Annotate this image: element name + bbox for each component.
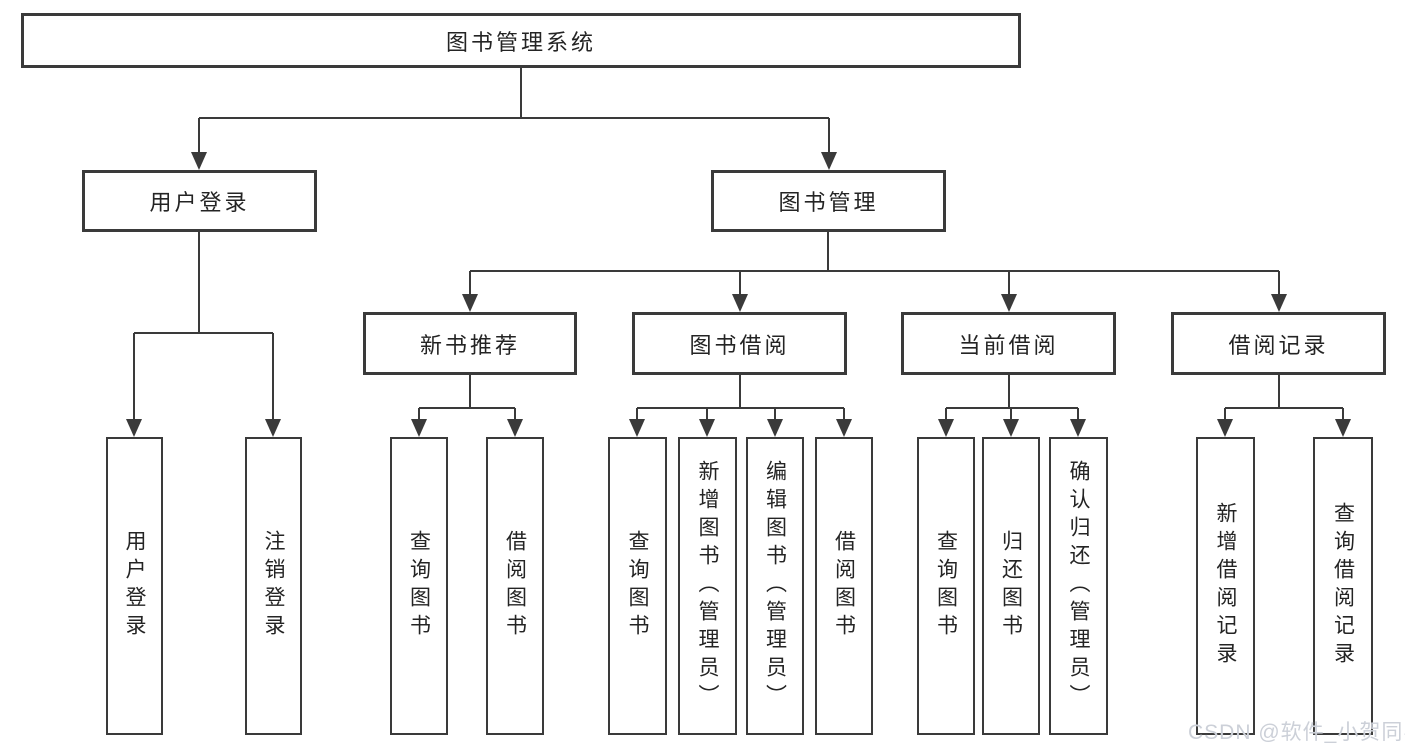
leaf-query-books-recommend: 查询图书: [390, 437, 448, 735]
node-book-borrowing: 图书借阅: [632, 312, 847, 375]
node-book-management: 图书管理: [711, 170, 946, 232]
connector-root-to-level2: [198, 68, 830, 155]
connector-current-to-leaves: [945, 375, 1079, 423]
node-current-borrowing: 当前借阅: [901, 312, 1116, 375]
arrowhead-icon: [191, 152, 207, 170]
connector-userlogin-to-leaves: [133, 232, 274, 423]
connector-borrow-to-leaves: [636, 375, 845, 423]
node-label: 归还图书: [999, 530, 1023, 642]
node-label: 借阅记录: [1228, 332, 1329, 358]
node-user-login-branch: 用户登录: [82, 170, 317, 232]
connector-record-to-leaves: [1224, 375, 1344, 423]
node-label: 查询借阅记录: [1331, 502, 1355, 670]
arrowhead-icon: [836, 419, 852, 437]
leaf-query-borrow-record: 查询借阅记录: [1313, 437, 1373, 735]
node-library-system: 图书管理系统: [21, 13, 1021, 68]
arrowhead-icon: [1003, 419, 1019, 437]
connector-newbook-to-leaves: [418, 375, 516, 423]
node-borrow-records: 借阅记录: [1171, 312, 1386, 375]
arrowhead-icon: [1001, 294, 1017, 312]
node-label: 当前借阅: [958, 332, 1059, 358]
node-label: 查询图书: [934, 530, 958, 642]
connector-bookmgmt-to-level3: [469, 232, 1280, 297]
leaf-return-books: 归还图书: [982, 437, 1040, 735]
arrowhead-icon: [1335, 419, 1351, 437]
arrowhead-icon: [507, 419, 523, 437]
node-label: 新书推荐: [419, 332, 520, 358]
arrowhead-icon: [265, 419, 281, 437]
node-label: 查询图书: [407, 530, 431, 642]
arrowhead-icon: [126, 419, 142, 437]
arrowhead-icon: [1070, 419, 1086, 437]
arrowhead-icon: [411, 419, 427, 437]
node-label: 图书管理: [778, 190, 879, 215]
csdn-watermark: CSDN @软件_小贺同学: [1188, 721, 1405, 744]
leaf-add-book-admin: 新增图书（管理员）: [678, 437, 737, 735]
node-label: 图书管理系统: [445, 29, 596, 55]
arrowhead-icon: [821, 152, 837, 170]
node-label: 确认归还（管理员）: [1067, 460, 1090, 712]
leaf-add-borrow-record: 新增借阅记录: [1196, 437, 1255, 735]
arrowhead-icon: [1271, 294, 1287, 312]
arrowhead-icon: [1217, 419, 1233, 437]
arrowhead-icon: [938, 419, 954, 437]
leaf-user-login: 用户登录: [106, 437, 163, 735]
leaf-borrow-books-recommend: 借阅图书: [486, 437, 544, 735]
leaf-query-books-borrowing: 查询图书: [608, 437, 667, 735]
node-label: 新增借阅记录: [1214, 502, 1237, 670]
leaf-logout: 注销登录: [245, 437, 302, 735]
leaf-edit-book-admin: 编辑图书（管理员）: [746, 437, 804, 735]
leaf-borrow-books: 借阅图书: [815, 437, 873, 735]
node-label: 新增图书（管理员）: [696, 460, 719, 712]
node-label: 借阅图书: [832, 530, 856, 642]
node-label: 图书借阅: [689, 332, 790, 358]
node-label: 用户登录: [149, 190, 250, 215]
node-label: 查询图书: [626, 530, 649, 642]
leaf-confirm-return-admin: 确认归还（管理员）: [1049, 437, 1108, 735]
leaf-query-books-current: 查询图书: [917, 437, 975, 735]
arrowhead-icon: [732, 294, 748, 312]
arrowhead-icon: [629, 419, 645, 437]
node-label: 用户登录: [123, 530, 146, 642]
arrowhead-icon: [699, 419, 715, 437]
node-label: 借阅图书: [503, 530, 527, 642]
node-label: 注销登录: [262, 530, 285, 642]
node-label: 编辑图书（管理员）: [763, 460, 787, 712]
arrowhead-icon: [767, 419, 783, 437]
node-new-book-recommend: 新书推荐: [363, 312, 577, 375]
arrowhead-icon: [462, 294, 478, 312]
